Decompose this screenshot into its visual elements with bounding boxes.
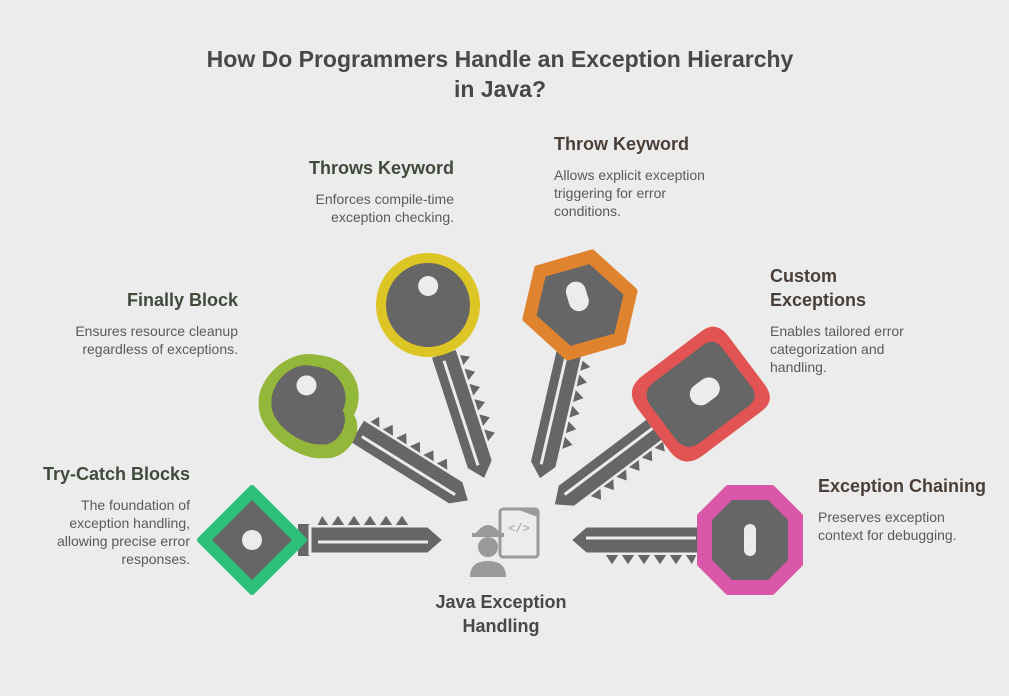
custom-description: Enables tailored error categorization an…: [770, 323, 904, 375]
try-catch-title: Try-Catch Blocks: [42, 464, 190, 484]
throws-title: Throws Keyword: [308, 158, 454, 178]
center-label: Java Exception Handling: [435, 592, 567, 636]
key-finally: [258, 354, 486, 515]
svg-text:</>: </>: [508, 522, 530, 536]
chaining-description: Preserves exception context for debuggin…: [818, 509, 957, 543]
finally-title: Finally Block: [126, 290, 238, 310]
label-throws: Throws Keyword Enforces compile-time exc…: [284, 156, 454, 226]
key-custom: [543, 326, 770, 528]
label-try-catch: Try-Catch Blocks The foundation of excep…: [20, 462, 190, 568]
custom-title: Custom Exceptions: [770, 266, 867, 310]
throw-title: Throw Keyword: [554, 134, 690, 154]
chaining-title: Exception Chaining: [818, 476, 987, 496]
key-try-catch: [197, 485, 446, 595]
finally-description: Ensures resource cleanup regardless of e…: [75, 323, 238, 357]
label-finally: Finally Block Ensures resource cleanup r…: [60, 288, 238, 358]
label-chaining: Exception Chaining Preserves exception c…: [818, 474, 988, 544]
developer-icon: </>: [470, 507, 540, 577]
key-throws: [376, 253, 512, 486]
try-catch-description: The foundation of exception handling, al…: [56, 497, 190, 567]
key-chaining: [568, 485, 803, 595]
page-title: How Do Programmers Handle an Exception H…: [206, 46, 794, 102]
throw-description: Allows explicit exception triggering for…: [554, 167, 705, 219]
throws-description: Enforces compile-time exception checking…: [315, 191, 455, 225]
key-throw: [522, 249, 638, 488]
label-custom: Custom Exceptions Enables tailored error…: [770, 264, 930, 376]
label-throw: Throw Keyword Allows explicit exception …: [554, 132, 724, 220]
